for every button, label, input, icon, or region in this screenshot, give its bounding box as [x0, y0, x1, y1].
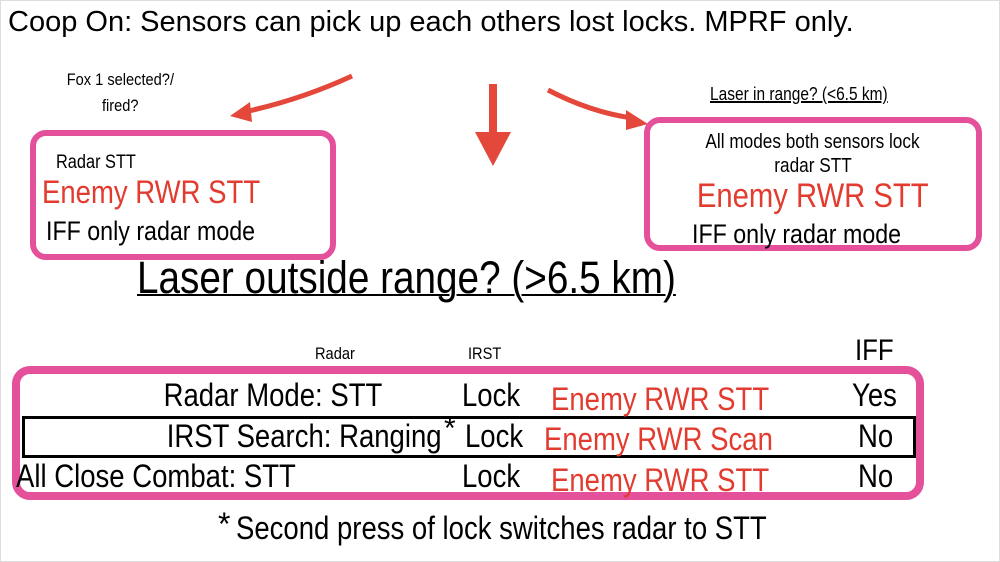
arrow-down-icon [475, 84, 511, 166]
row-irst: Lock [465, 418, 524, 454]
arrow-left-icon [230, 73, 354, 122]
row-irst: Lock [462, 377, 521, 413]
laser-outside-range-question: Laser outside range? (>6.5 km) [137, 252, 676, 303]
row-mode: All Close Combat: STT [16, 458, 296, 494]
footnote-text: Second press of lock switches radar to S… [236, 510, 767, 546]
row-rwr: Enemy RWR Scan [544, 421, 773, 457]
row-mode: Radar Mode: STT [163, 377, 382, 413]
row-mode: IRST Search: Ranging [167, 418, 442, 454]
arrow-right-icon [546, 87, 648, 130]
fox1-question-line2: fired? [101, 96, 139, 115]
right-line2: radar STT [774, 155, 852, 177]
fox1-question-line1: Fox 1 selected?/ [66, 70, 174, 89]
laser-in-range-question: Laser in range? (<6.5 km) [710, 84, 888, 104]
slide-title: Coop On: Sensors can pick up each others… [8, 6, 854, 38]
mode-table [12, 366, 924, 500]
right-result-box: All modes both sensors lock radar STT En… [644, 117, 982, 251]
left-iff-note: IFF only radar mode [46, 216, 256, 246]
right-enemy-rwr: Enemy RWR STT [697, 177, 929, 215]
row-rwr: Enemy RWR STT [551, 381, 770, 417]
footnote-asterisk: * [218, 506, 231, 542]
left-result-box: Radar STT Enemy RWR STT IFF only radar m… [30, 130, 336, 260]
row-irst: Lock [462, 458, 521, 494]
left-radar-stt: Radar STT [56, 152, 136, 173]
right-line1: All modes both sensors lock [705, 131, 921, 153]
row-iff: Yes [852, 377, 897, 413]
header-irst: IRST [468, 344, 502, 363]
row-asterisk: * [444, 412, 456, 445]
header-iff: IFF [855, 334, 894, 367]
header-radar: Radar [315, 344, 355, 363]
row-iff: No [858, 458, 894, 494]
highlighted-row-frame [22, 416, 916, 458]
left-enemy-rwr: Enemy RWR STT [42, 174, 261, 210]
row-iff: No [858, 418, 894, 454]
row-rwr: Enemy RWR STT [551, 462, 770, 498]
right-iff-note: IFF only radar mode [692, 219, 902, 249]
